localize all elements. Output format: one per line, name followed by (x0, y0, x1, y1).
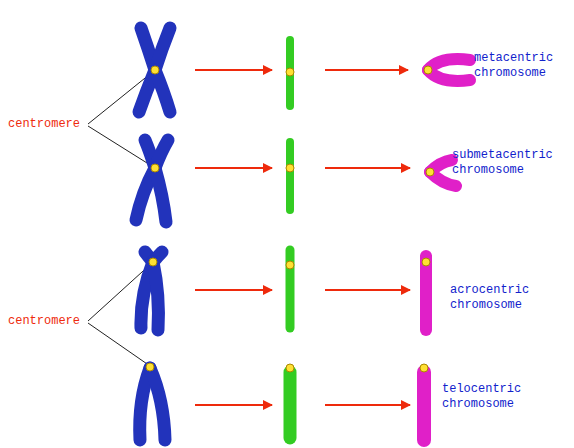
blue-chromosomes (136, 28, 170, 440)
green-chromatids (290, 40, 291, 438)
centromere-dots (146, 66, 434, 372)
chromosome-type-label: submetacentric chromosome (452, 148, 564, 178)
leader-lines (88, 70, 155, 366)
chromosome-type-label: telocentric chromosome (442, 382, 542, 412)
process-arrows (195, 70, 410, 405)
centromere-label: centromere (8, 117, 92, 132)
chromosome-type-label: acrocentric chromosome (450, 283, 550, 313)
chromosome-type-label: metacentric chromosome (474, 51, 570, 81)
centromere-label: centromere (8, 314, 92, 329)
